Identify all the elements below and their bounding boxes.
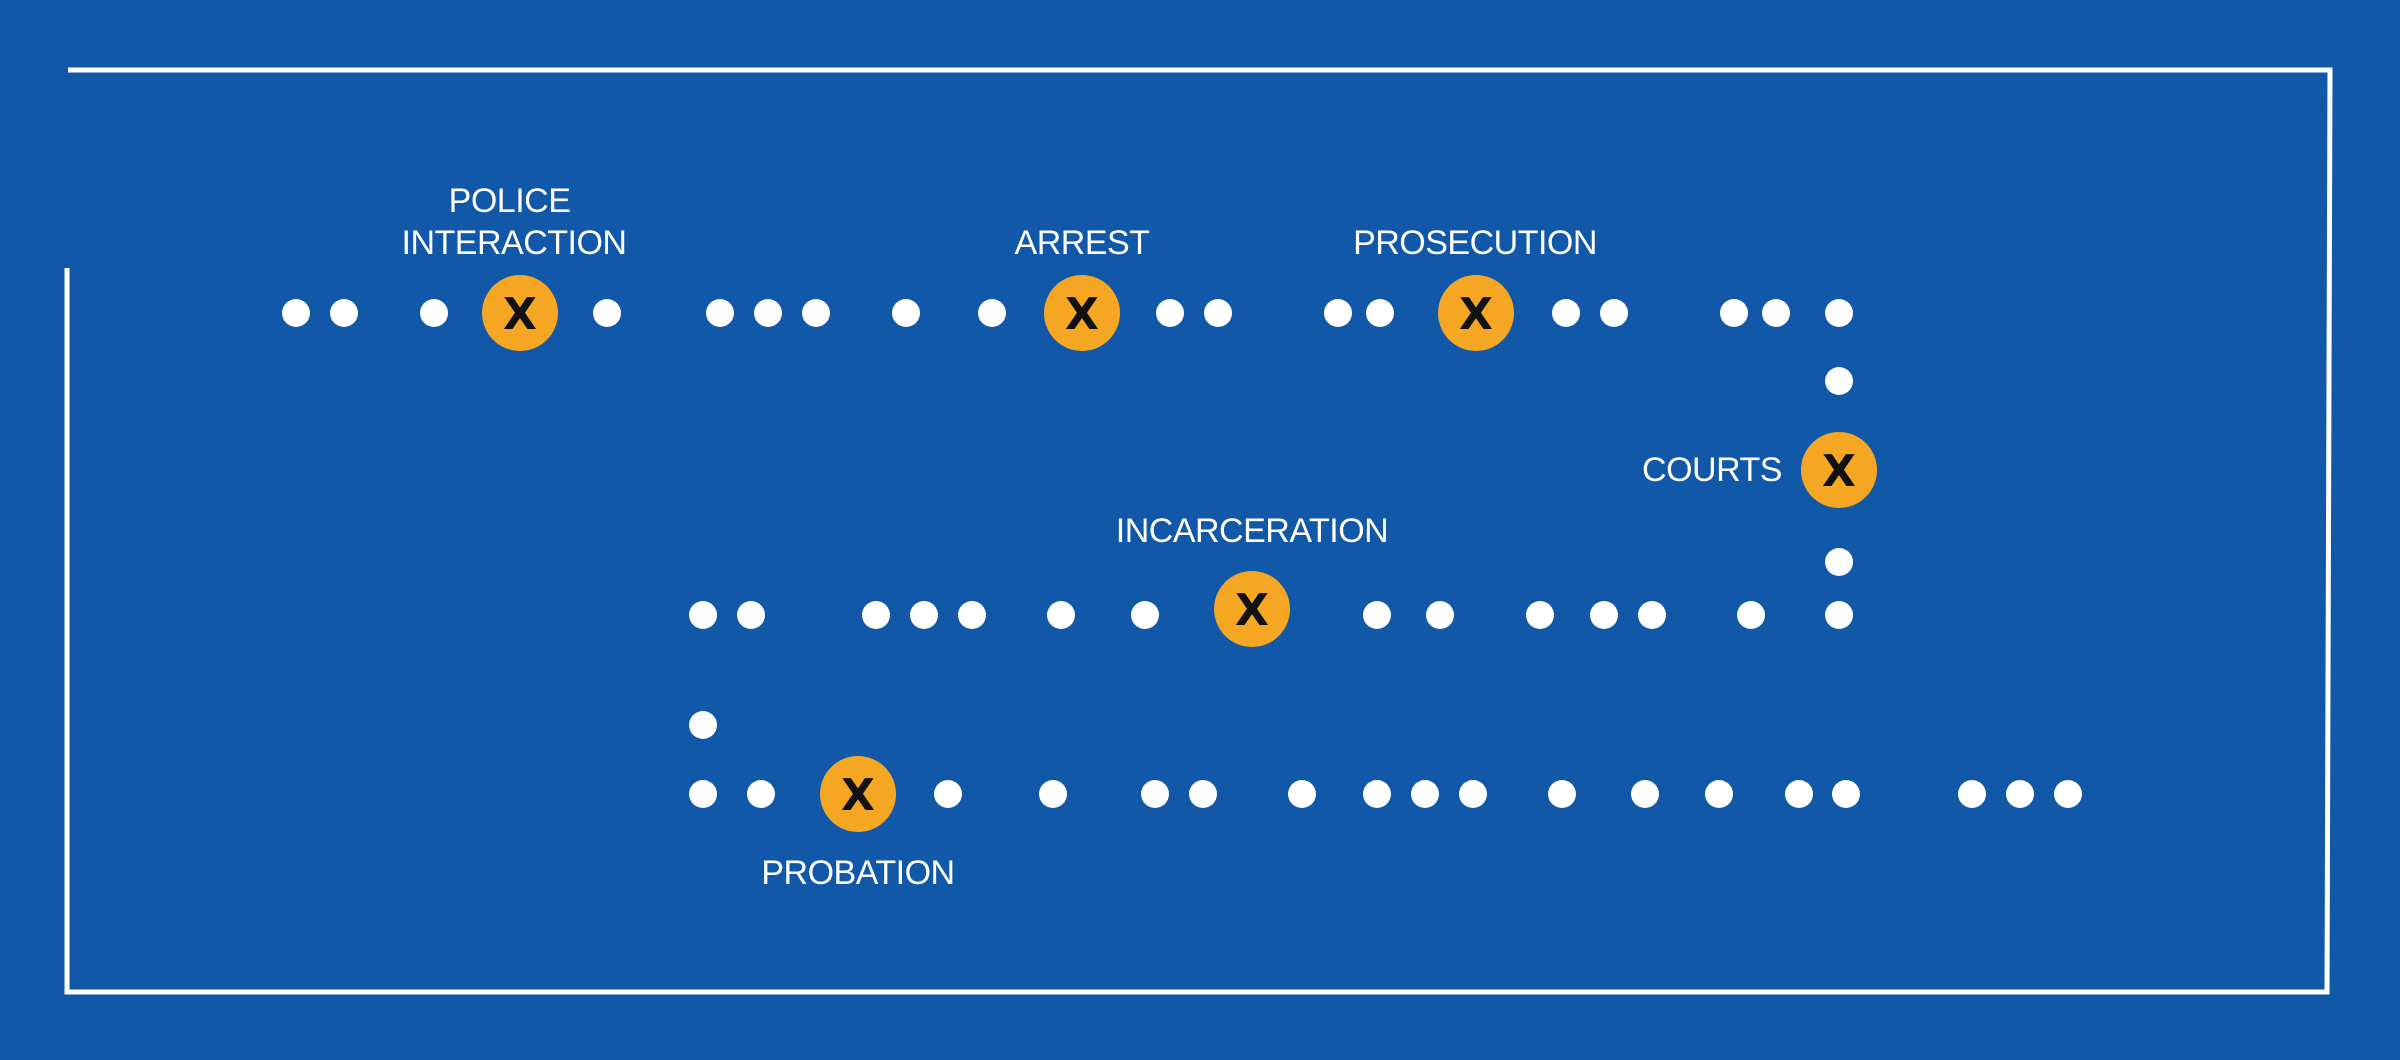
path-dot (978, 299, 1006, 327)
stage-marker-prosecution: X (1438, 275, 1514, 351)
stage-label-police-interaction: POLICE INTERACTION (402, 182, 627, 262)
path-dot (593, 299, 621, 327)
stage-marker-circle (1214, 571, 1290, 647)
path-dot (802, 299, 830, 327)
path-dot (2006, 780, 2034, 808)
path-dot (282, 299, 310, 327)
path-dot (1590, 601, 1618, 629)
stage-marker-courts: X (1801, 432, 1877, 508)
path-dot (420, 299, 448, 327)
path-dot (1638, 601, 1666, 629)
stage-marker-police-interaction: X (482, 275, 558, 351)
path-dot (1548, 780, 1576, 808)
path-dot (1526, 601, 1554, 629)
stage-marker-circle (1438, 275, 1514, 351)
path-dot (1825, 548, 1853, 576)
path-dot (1204, 299, 1232, 327)
stage-label-incarceration: INCARCERATION (1116, 512, 1388, 550)
stage-marker-x-glyph: X (1822, 446, 1856, 497)
path-dot (1366, 299, 1394, 327)
path-dot (1825, 299, 1853, 327)
path-dot (892, 299, 920, 327)
frame-border (64, 67, 2333, 995)
stage-marker-circle (820, 756, 896, 832)
path-dot (1047, 601, 1075, 629)
stage-markers: X X X X X X (482, 275, 1877, 832)
path-dot (1141, 780, 1169, 808)
path-dot (737, 601, 765, 629)
stage-marker-incarceration: X (1214, 571, 1290, 647)
path-dot (1958, 780, 1986, 808)
path-dot (689, 780, 717, 808)
path-dot (1832, 780, 1860, 808)
path-dot (1288, 780, 1316, 808)
stage-label-line: PROSECUTION (1353, 224, 1597, 262)
path-dot (1631, 780, 1659, 808)
path-dot (706, 299, 734, 327)
path-dot (1785, 780, 1813, 808)
stage-marker-x-glyph: X (1459, 289, 1493, 340)
stage-marker-circle (482, 275, 558, 351)
stage-label-probation: PROBATION (761, 854, 954, 892)
path-dot (1737, 601, 1765, 629)
path-dot (1411, 780, 1439, 808)
path-dot (754, 299, 782, 327)
path-dot (958, 601, 986, 629)
path-dot (1363, 780, 1391, 808)
stage-marker-x-glyph: X (841, 770, 875, 821)
path-dot (1363, 601, 1391, 629)
stage-marker-x-glyph: X (1235, 585, 1269, 636)
stage-label-line: COURTS (1642, 451, 1782, 489)
stage-marker-circle (1044, 275, 1120, 351)
path-dot (1825, 601, 1853, 629)
path-dot (747, 780, 775, 808)
path-dot (934, 780, 962, 808)
stage-marker-arrest: X (1044, 275, 1120, 351)
stage-marker-probation: X (820, 756, 896, 832)
path-dot (1426, 601, 1454, 629)
path-dot (1705, 780, 1733, 808)
stage-marker-x-glyph: X (503, 289, 537, 340)
path-dot (1459, 780, 1487, 808)
stage-label-line: ARREST (1015, 224, 1150, 262)
stage-label-courts: COURTS (1642, 451, 1782, 489)
path-dot (1039, 780, 1067, 808)
path-dot (1189, 780, 1217, 808)
stage-label-prosecution: PROSECUTION (1353, 224, 1597, 262)
path-dot (910, 601, 938, 629)
path-dot (1324, 299, 1352, 327)
stage-label-line: INTERACTION (402, 224, 627, 262)
stage-label-arrest: ARREST (1015, 224, 1150, 262)
path-dot (1720, 299, 1748, 327)
path-dot (1762, 299, 1790, 327)
stage-label-line: POLICE (449, 182, 571, 220)
stage-marker-circle (1801, 432, 1877, 508)
path-dot (1131, 601, 1159, 629)
stage-label-line: PROBATION (761, 854, 954, 892)
path-dot (2054, 780, 2082, 808)
path-dot (1552, 299, 1580, 327)
path-dot (862, 601, 890, 629)
path-dot (1156, 299, 1184, 327)
path-dot (689, 711, 717, 739)
stage-label-line: INCARCERATION (1116, 512, 1388, 550)
path-dot (1825, 367, 1853, 395)
path-dots (282, 299, 2082, 808)
stage-marker-x-glyph: X (1065, 289, 1099, 340)
path-dot (330, 299, 358, 327)
path-dot (1600, 299, 1628, 327)
path-dot (689, 601, 717, 629)
